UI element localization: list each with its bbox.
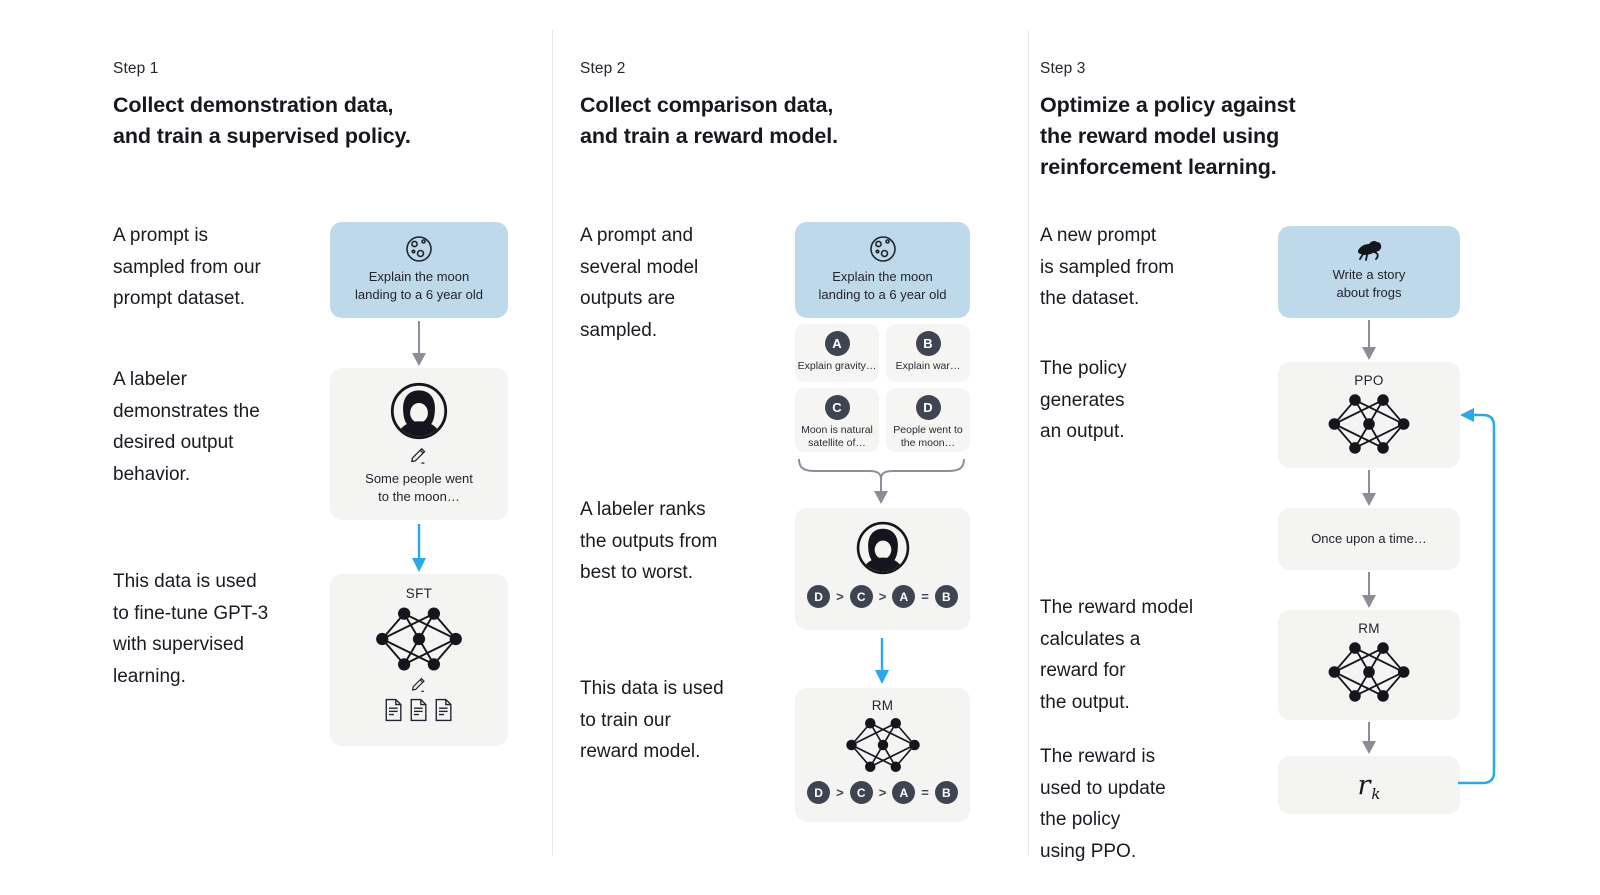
step1-annotation-labeler: A labeler demonstrates the desired outpu… [113,369,260,485]
rank-separator: = [921,589,929,604]
neural-network-icon [1328,642,1410,702]
step3-rm-box: RM [1278,610,1460,720]
output-badge-a: A [824,331,850,356]
rm-label: RM [1358,621,1380,636]
document-icon [410,698,427,722]
rank-badge: A [892,781,916,804]
neural-network-icon [845,718,920,772]
step3-label: Step 3 [1040,60,1086,77]
step2-label: Step 2 [580,60,626,77]
flow-arrow-icon [1362,320,1376,360]
rank-badge: C [849,781,873,804]
moon-icon [406,236,432,262]
column-divider-2 [1028,30,1029,855]
labeler-avatar-icon [856,521,909,575]
flow-arrow-icon [1362,470,1376,506]
step2-labeler-box: D > C > A = B [795,508,970,630]
output-card-c: C Moon is natural satellite of… [795,388,879,452]
output-card-d: D People went to the moon… [886,388,970,452]
rank-separator: > [836,589,844,604]
step2-annotation-prompt: A prompt and several model outputs are s… [580,225,699,341]
rank-separator: > [878,785,887,800]
rank-badge: D [807,781,831,804]
rank-separator: > [878,589,887,604]
document-icon [385,698,402,722]
step3-output-text: Once upon a time… [1311,531,1427,546]
moon-icon [869,236,896,262]
reward-subscript: k [1371,785,1381,803]
train-arrow-icon [412,524,426,572]
step1-label: Step 1 [113,60,159,77]
rank-badge: A [892,585,916,608]
step3-annotation-prompt: A new prompt is sampled from the dataset… [1040,225,1175,309]
neural-network-icon [376,607,462,671]
step3-annotation-policy: The policy generates an output. [1040,358,1127,442]
step1-title: Collect demonstration data, and train a … [113,93,411,148]
rm-label: RM [871,698,894,713]
step2-annotation-data-use: This data is used to train our reward mo… [580,678,724,762]
rank-badge: C [849,585,873,608]
flow-arrow-icon [1362,572,1376,608]
step3-prompt-box: Write a story about frogs [1278,226,1460,318]
step1-annotation-prompt: A prompt is sampled from our prompt data… [113,225,261,309]
step1-sft-box: SFT [330,574,508,746]
rank-badge: B [934,781,958,804]
reward-symbol: r [1357,769,1371,801]
train-arrow-icon [875,638,889,684]
ppo-label: PPO [1354,373,1384,388]
rank-badge: D [807,585,831,608]
flow-arrow-icon [412,321,426,366]
step3-prompt-text: Write a story about frogs [1332,267,1406,300]
sft-label: SFT [405,586,433,601]
rm-ranking: D > C > A = B [807,781,958,804]
step1-prompt-text: Explain the moon landing to a 6 year old [355,269,483,302]
rank-badge: B [934,585,958,608]
step1-labeler-box: Some people went to the moon… [330,368,508,520]
rank-separator: > [836,785,844,800]
step3-reward-value-box: r k [1278,756,1460,814]
step2-title: Collect comparison data, and train a rew… [580,93,838,148]
rank-separator: = [921,785,929,800]
document-icon [435,698,452,722]
output-text-b: Explain war… [895,360,961,372]
output-card-a: A Explain gravity… [795,324,879,382]
labeler-ranking: D > C > A = B [807,585,958,608]
column-divider-1 [552,30,553,855]
step3-annotation-update: The reward is used to update the policy … [1040,746,1166,862]
step1-labeler-text: Some people went to the moon… [365,471,473,504]
output-badge-d: D [915,395,941,420]
output-text-c: Moon is natural satellite of… [801,424,873,449]
step3-output-box: Once upon a time… [1278,508,1460,570]
labeler-avatar-icon [390,382,448,440]
step2-prompt-text: Explain the moon landing to a 6 year old [818,269,947,302]
frog-icon [1357,240,1382,261]
step2-prompt-box: Explain the moon landing to a 6 year old [795,222,970,318]
feedback-loop-arrow-icon [1458,408,1496,785]
output-badge-c: C [824,395,850,420]
pencil-icon [411,677,425,692]
step3-ppo-box: PPO [1278,362,1460,468]
reward-value: r k [1278,756,1460,814]
step1-prompt-box: Explain the moon landing to a 6 year old [330,222,508,318]
step2-annotation-labeler: A labeler ranks the outputs from best to… [580,499,718,583]
step1-annotation-data-use: This data is used to fine-tune GPT-3 wit… [113,571,269,687]
output-badge-b: B [915,331,941,356]
pencil-icon [411,447,426,464]
step2-rm-box: RM D > C > A = B [795,688,970,822]
output-text-d: People went to the moon… [893,424,963,449]
output-text-a: Explain gravity… [797,360,877,372]
documents-row [384,698,454,722]
neural-network-icon [1328,394,1410,454]
gather-brace-arrow-icon [798,458,965,504]
step3-annotation-reward: The reward model calculates a reward for… [1040,597,1194,713]
step3-title: Optimize a policy against the reward mod… [1040,93,1296,179]
output-card-b: B Explain war… [886,324,970,382]
flow-arrow-icon [1362,722,1376,754]
